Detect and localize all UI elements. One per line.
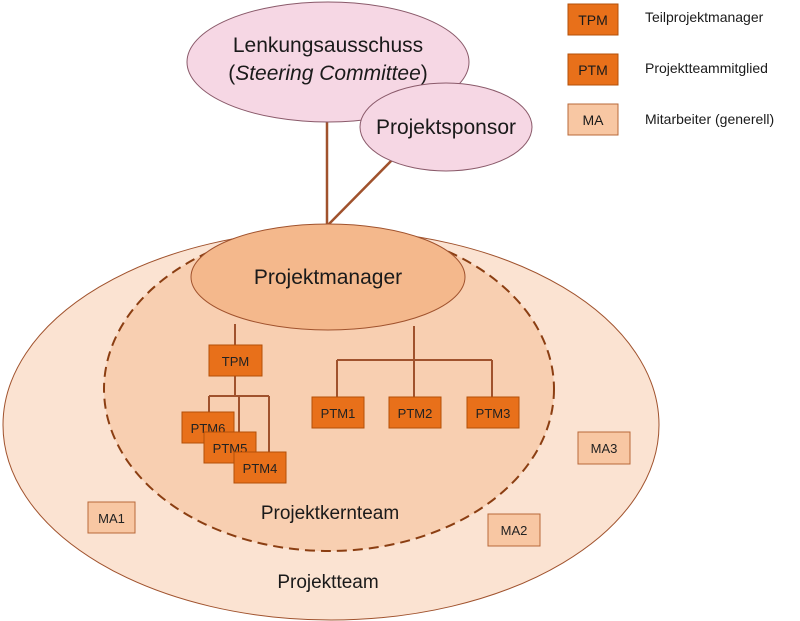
legend-ptm-abbr: PTM	[578, 62, 608, 78]
ptm1-label: PTM1	[321, 406, 356, 421]
ptm2-label: PTM2	[398, 406, 433, 421]
ma3-box	[577, 431, 631, 465]
projektmanager-label: Projektmanager	[254, 266, 402, 289]
ptm1-box	[311, 396, 365, 429]
ma2-label: MA2	[501, 523, 528, 538]
legend-tpm-swatch	[567, 3, 619, 36]
tpm-label: TPM	[222, 354, 249, 369]
projektkernteam-label: Projektkernteam	[261, 503, 399, 524]
ma3-label: MA3	[591, 441, 618, 456]
ptm4-box	[233, 451, 287, 484]
ma1-box	[87, 501, 136, 534]
projektmanager-ellipse	[190, 223, 466, 331]
legend-ptm-text: Projektteammitglied	[645, 60, 768, 76]
steering-committee-label: (Steering Committee)	[228, 62, 428, 85]
legend-ma-text: Mitarbeiter (generell)	[645, 111, 774, 127]
legend-ma-abbr: MA	[583, 112, 605, 128]
sponsor-connector	[326, 156, 396, 227]
ma1-label: MA1	[98, 511, 125, 526]
legend-tpm-abbr: TPM	[578, 12, 608, 28]
ma2-box	[487, 513, 541, 547]
projektsponsor-ellipse	[359, 82, 533, 172]
ptm4-label: PTM4	[243, 461, 278, 476]
lenkungsausschuss-label: Lenkungsausschuss	[233, 34, 423, 57]
ptm3-label: PTM3	[476, 406, 511, 421]
projektteam-label: Projektteam	[277, 572, 378, 593]
org-tree-lines	[208, 324, 493, 452]
projektsponsor-label: Projektsponsor	[376, 116, 516, 139]
legend-tpm-text: Teilprojektmanager	[645, 9, 764, 25]
tpm-box	[208, 344, 263, 377]
ptm2-box	[388, 396, 442, 429]
ptm3-box	[466, 396, 520, 429]
legend-ptm-swatch	[567, 53, 619, 86]
legend: TPM Teilprojektmanager PTM Projektteammi…	[567, 3, 774, 136]
legend-ma-swatch	[567, 103, 619, 136]
